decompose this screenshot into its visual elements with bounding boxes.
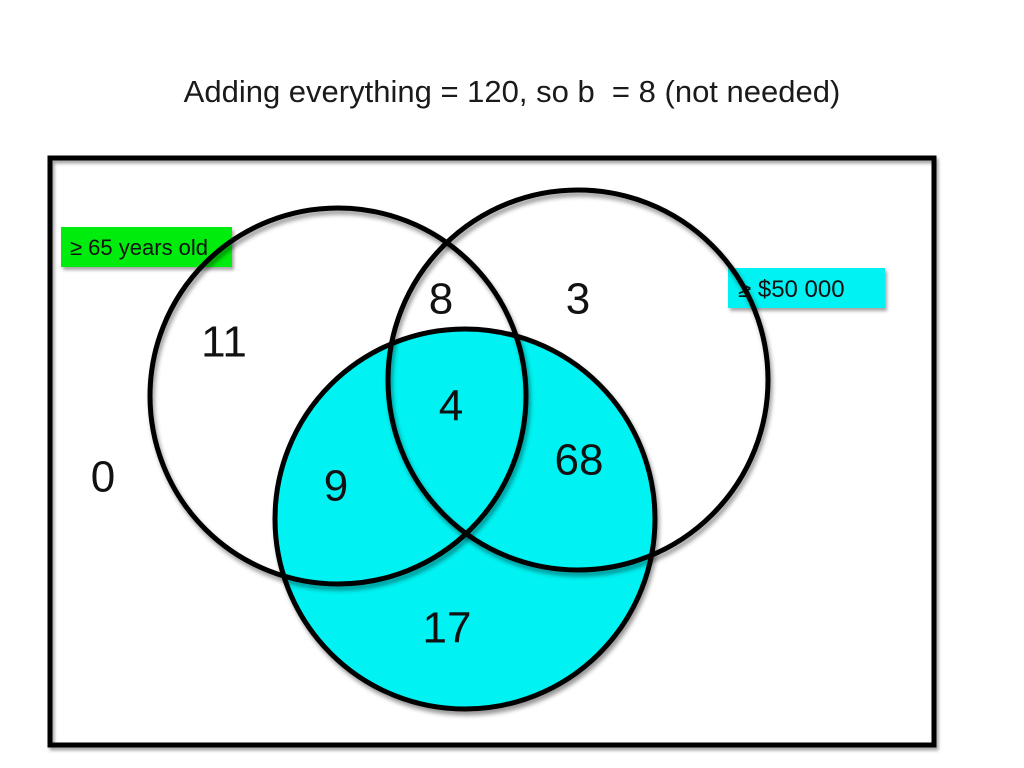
right-circle — [385, 187, 771, 573]
region-count-bottom-only: 17 — [423, 604, 472, 653]
bottom-circle — [272, 326, 658, 712]
diagram-frame — [47, 155, 937, 748]
slide-title: Adding everything = 120, so b = 8 (not n… — [183, 74, 841, 109]
left-circle — [147, 205, 529, 587]
region-count-left-and-bottom: 9 — [324, 462, 348, 511]
region-count-right-and-bottom: 68 — [555, 436, 604, 485]
region-count-all-three: 4 — [439, 382, 463, 431]
region-count-left-only: 11 — [201, 318, 247, 367]
left-set-label-box — [61, 227, 232, 267]
region-count-outside: 0 — [91, 453, 115, 502]
right-set-label: ≥ $50 000 — [738, 276, 845, 303]
left-set-label: ≥ 65 years old — [70, 235, 208, 260]
region-count-left-and-right: 8 — [429, 275, 453, 324]
right-set-label-box — [728, 268, 885, 308]
region-count-right-only: 3 — [566, 275, 590, 324]
